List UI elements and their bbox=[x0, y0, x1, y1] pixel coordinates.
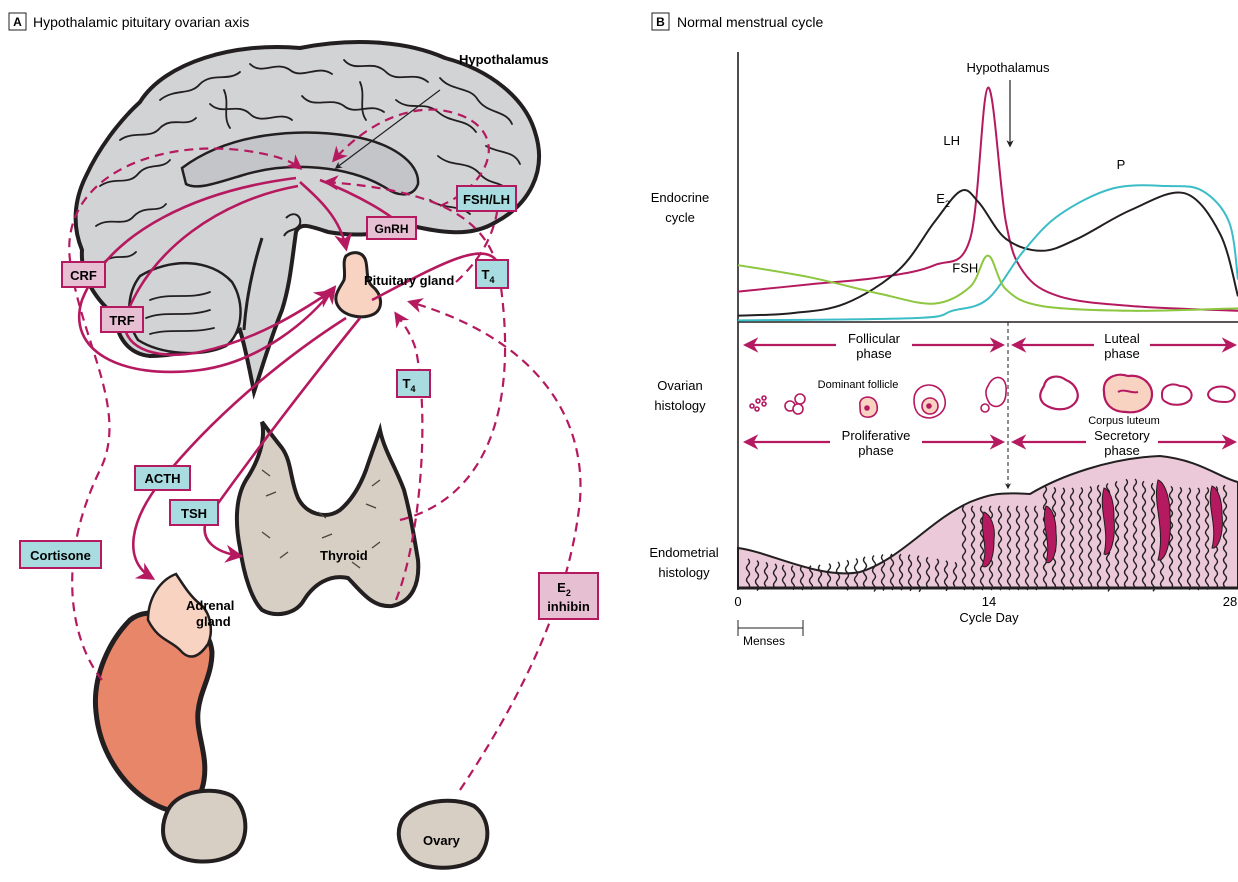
label-hypothalamus: Hypothalamus bbox=[459, 52, 549, 67]
box-trf-label: TRF bbox=[109, 313, 134, 328]
box-t4-upper: T4 bbox=[476, 260, 508, 288]
brain-illustration bbox=[76, 42, 539, 392]
box-inhibin-label: inhibin bbox=[547, 599, 590, 614]
row-label-endometrial-histology: histology bbox=[658, 565, 710, 580]
box-gnrh: GnRH bbox=[367, 217, 416, 239]
proliferative-label: Proliferative bbox=[842, 428, 911, 443]
annotation-dominant-follicle: Dominant follicle bbox=[818, 379, 899, 391]
corpus-luteum-1-icon bbox=[1040, 377, 1077, 410]
annotation-corpus-luteum: Corpus luteum bbox=[1088, 415, 1160, 427]
box-e2-inhibin: E2 inhibin bbox=[539, 573, 598, 619]
label-ovary: Ovary bbox=[423, 833, 461, 848]
menses-label: Menses bbox=[743, 634, 785, 648]
x-tick-0: 0 bbox=[734, 594, 741, 609]
box-t4-upper-sub: 4 bbox=[489, 275, 494, 285]
e2-inhibin-feedback bbox=[410, 302, 581, 790]
follicular-phase-label: phase bbox=[856, 346, 891, 361]
label-thyroid: Thyroid bbox=[320, 548, 368, 563]
secretory-phase-label: phase bbox=[1104, 443, 1139, 458]
box-e2-sub: 2 bbox=[566, 588, 571, 598]
label-pituitary-gland: Pituitary gland bbox=[364, 273, 454, 288]
panel-b-title: Normal menstrual cycle bbox=[677, 14, 823, 30]
label-gland: gland bbox=[196, 614, 231, 629]
annotation-hypothalamus: Hypothalamus bbox=[966, 60, 1050, 75]
box-acth-label: ACTH bbox=[144, 471, 180, 486]
row-label-ovarian-histology: histology bbox=[654, 398, 706, 413]
box-fsh-lh: FSH/LH bbox=[457, 186, 516, 211]
x-tick-28: 28 bbox=[1223, 594, 1237, 609]
panel-a: A Hypothalamic pituitary ovarian axis bbox=[9, 13, 598, 868]
x-tick-14: 14 bbox=[982, 594, 996, 609]
box-crf-label: CRF bbox=[70, 268, 97, 283]
box-cortisone-label: Cortisone bbox=[30, 548, 91, 563]
box-fsh-lh-label: FSH/LH bbox=[463, 192, 510, 207]
box-gnrh-label: GnRH bbox=[375, 222, 409, 236]
panel-a-title: Hypothalamic pituitary ovarian axis bbox=[33, 14, 249, 30]
curve-label-e: E2 bbox=[936, 191, 950, 209]
box-acth: ACTH bbox=[135, 466, 190, 490]
curve-label-fsh: FSH bbox=[952, 260, 978, 275]
hormone-curves bbox=[738, 88, 1238, 321]
row-label-endometrial: Endometrial bbox=[649, 545, 718, 560]
hormone-curve-labels: LH E2 P FSH bbox=[936, 133, 1125, 275]
box-crf: CRF bbox=[62, 262, 105, 287]
box-t4-lower-sub: 4 bbox=[410, 384, 415, 394]
corpus-luteum-2-icon bbox=[1104, 375, 1152, 413]
luteal-phase-label: phase bbox=[1104, 346, 1139, 361]
proliferative-phase-label: phase bbox=[858, 443, 893, 458]
ovulating-follicle-icon bbox=[986, 377, 1006, 406]
left-ovary-shape bbox=[163, 791, 245, 862]
panel-b-letter: B bbox=[656, 15, 665, 29]
box-tsh-label: TSH bbox=[181, 506, 207, 521]
box-t4-lower: T4 bbox=[397, 370, 430, 397]
luteal-label: Luteal bbox=[1104, 331, 1140, 346]
corpus-albicans-2-icon bbox=[1208, 387, 1235, 402]
curve-label-p: P bbox=[1117, 157, 1126, 172]
curve-p bbox=[738, 185, 1238, 320]
x-axis-label: Cycle Day bbox=[959, 610, 1019, 625]
corpus-albicans-1-icon bbox=[1162, 384, 1192, 404]
endometrium-illustration bbox=[738, 456, 1238, 592]
box-cortisone: Cortisone bbox=[20, 541, 101, 568]
panel-b: B Normal menstrual cycle Endocrine cycle… bbox=[649, 13, 1238, 648]
panel-a-letter: A bbox=[13, 15, 22, 29]
follicular-label: Follicular bbox=[848, 331, 901, 346]
row-label-ovarian: Ovarian bbox=[657, 378, 703, 393]
row-label-endocrine: Endocrine bbox=[651, 190, 710, 205]
thyroid-shape bbox=[237, 422, 418, 614]
label-adrenal: Adrenal bbox=[186, 598, 234, 613]
box-trf: TRF bbox=[101, 307, 143, 332]
curve-label-lh: LH bbox=[943, 133, 960, 148]
box-tsh: TSH bbox=[170, 500, 218, 525]
row-label-cycle: cycle bbox=[665, 210, 695, 225]
curve-e bbox=[738, 190, 1238, 316]
secretory-label: Secretory bbox=[1094, 428, 1150, 443]
